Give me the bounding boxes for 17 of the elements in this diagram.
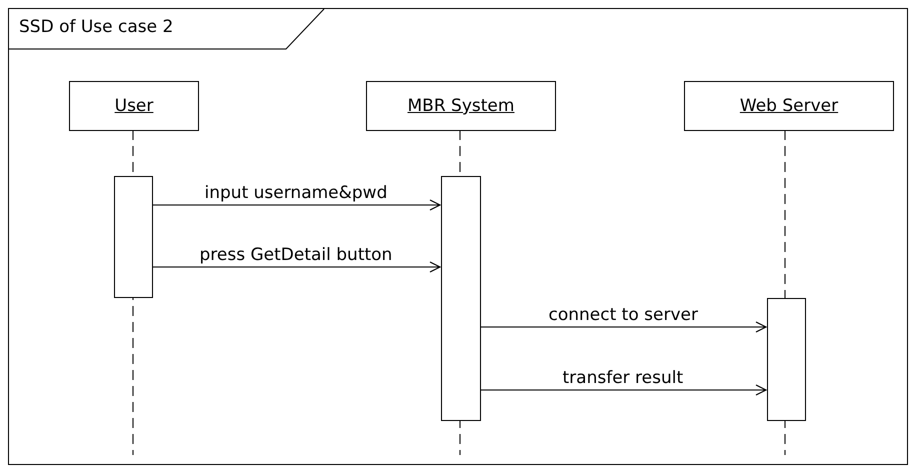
frame-title: SSD of Use case 2 — [19, 17, 174, 37]
message-arrow — [480, 384, 767, 396]
message-arrow — [152, 199, 441, 211]
lifeline-name: MBR System — [408, 96, 514, 116]
activation-bar — [114, 176, 153, 298]
lifeline-header — [684, 81, 894, 131]
message-label: input username&pwd — [204, 183, 388, 203]
message-arrow — [152, 261, 441, 273]
message-label: press GetDetail button — [200, 245, 392, 265]
activation-bar — [441, 176, 481, 421]
lifeline-name: Web Server — [740, 96, 838, 116]
lifeline-header — [69, 81, 199, 131]
activation-bar — [767, 298, 806, 421]
message-arrow — [480, 321, 767, 333]
lifeline-header — [366, 81, 556, 131]
sequence-frame — [8, 8, 908, 465]
lifeline-name: User — [114, 96, 154, 116]
